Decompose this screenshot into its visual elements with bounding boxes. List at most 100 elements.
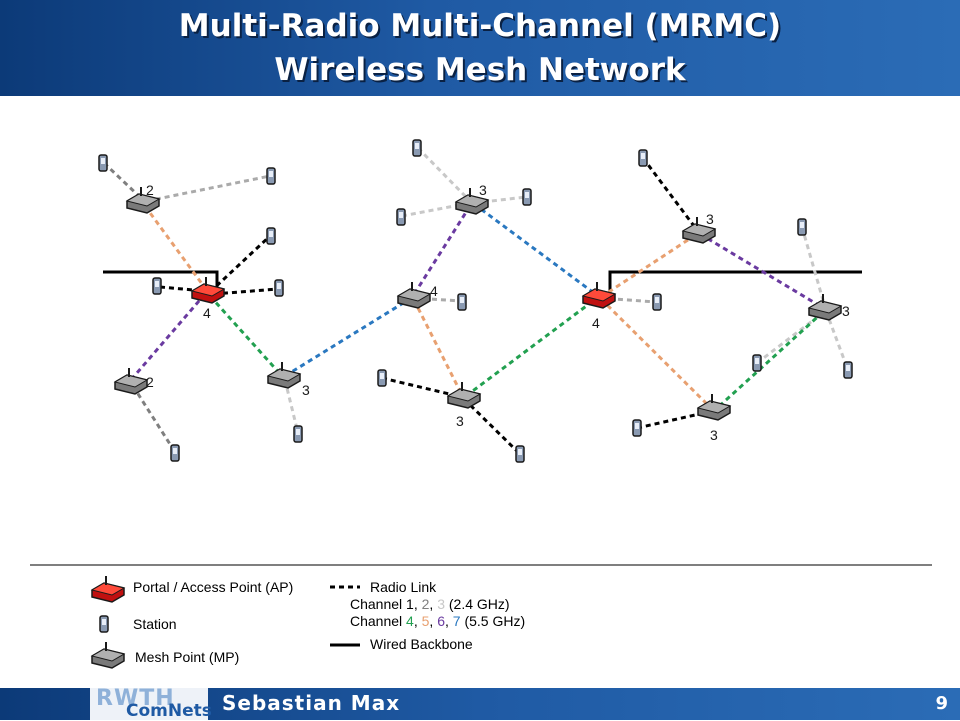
legend-icons	[90, 576, 360, 669]
station	[752, 354, 762, 372]
link-mp-center-left-sta	[283, 379, 300, 434]
link-mp-top-left-portal	[143, 205, 207, 289]
link-sta-mp-bottom-center	[381, 376, 463, 399]
legend-channel-55-suffix: (5.5 GHz)	[460, 613, 526, 629]
node-label: 3	[706, 211, 714, 227]
node-label: 3	[479, 182, 487, 198]
legend-channel-3: 3	[437, 596, 445, 612]
link-portal-mp-center-left	[208, 294, 284, 378]
mesh-point	[266, 362, 302, 389]
page-number: 9	[935, 693, 948, 714]
mesh-point	[113, 368, 149, 395]
stations	[98, 139, 853, 463]
link-portal-mp-bottom-left	[128, 293, 207, 382]
legend-channel-6: 6	[437, 613, 445, 629]
station	[266, 167, 276, 185]
portal-access-point	[581, 282, 617, 309]
portal-access-point	[190, 277, 226, 304]
node-label: 2	[146, 182, 154, 198]
legend-separator: ,	[445, 613, 453, 629]
station	[170, 444, 180, 462]
node-label: 3	[456, 413, 464, 429]
wired-backbone-right	[608, 270, 862, 296]
node-labels: 2 4 2 3 3 4 3 4 3 3 3	[146, 182, 850, 443]
station	[457, 293, 467, 311]
legend-channel-4: 4	[406, 613, 414, 629]
link-mp-center-mp-bottom-center	[412, 299, 464, 396]
legend-portal-icon	[90, 576, 126, 603]
link-mp-top-center-portal-right	[473, 202, 599, 298]
author-name: Sebastian Max	[222, 691, 401, 715]
node-label: 2	[146, 374, 154, 390]
legend-channel-5: 5	[421, 613, 430, 629]
mesh-point	[807, 294, 843, 321]
legend-channel-55ghz: Channel 4, 5, 6, 7 (5.5 GHz)	[350, 613, 525, 629]
station	[293, 425, 303, 443]
legend-channel-24ghz: Channel 1, 2, 3 (2.4 GHz)	[350, 596, 510, 612]
mesh-point	[396, 282, 432, 309]
station	[396, 208, 406, 226]
node-label: 3	[842, 303, 850, 319]
legend-separator: ,	[413, 613, 422, 629]
link-sta-mp-top-center-1	[416, 146, 472, 203]
link-mp-center-left-mp-center	[284, 295, 414, 378]
legend-channel-7: 7	[452, 613, 461, 629]
link-sta-mp-far-right-1	[800, 226, 827, 308]
mesh-network-diagram: 2 4 2 3 3 4 3 4 3 3 3	[98, 139, 862, 463]
link-mp-bottom-center-portal-right	[465, 296, 598, 398]
legend-portal-label: Portal / Access Point (AP)	[133, 579, 294, 595]
link-mp-top-left-sta	[146, 174, 271, 203]
station	[152, 277, 162, 295]
station	[274, 279, 284, 297]
legend-divider	[30, 564, 932, 566]
legend-mesh-point-icon	[90, 642, 126, 669]
station	[522, 188, 532, 206]
station	[632, 419, 642, 437]
legend-channel-2: 2	[421, 596, 430, 612]
link-mp-top-center-mp-center	[411, 205, 472, 297]
link-mp-top-right-mp-far-right	[699, 232, 826, 311]
portals	[190, 277, 617, 309]
link-sta-mp-top-left	[102, 161, 143, 200]
link-sta-mp-far-right-2	[824, 310, 850, 371]
station	[377, 369, 387, 387]
legend: Portal / Access Point (AP) Station Mesh …	[0, 570, 960, 682]
legend-station-label: Station	[133, 616, 177, 632]
node-label: 3	[710, 427, 718, 443]
logo-comnets-text: ComNets	[126, 701, 212, 721]
mesh-points	[113, 187, 843, 421]
link-mp-center-sta	[413, 296, 462, 303]
rwth-comnets-logo: RWTH ComNets	[90, 686, 212, 721]
footer-bar: RWTH ComNets Sebastian Max 9	[0, 686, 960, 721]
legend-separator: ,	[429, 596, 438, 612]
link-mp-far-right-mp-bottom-right	[713, 310, 825, 412]
title-bar: Multi-Radio Multi-Channel (MRMC) Wireles…	[0, 0, 960, 96]
link-mp-bottom-center-sta	[462, 397, 522, 456]
node-label: 4	[592, 315, 600, 331]
station	[843, 361, 853, 379]
legend-channel-24-prefix: Channel	[350, 596, 407, 612]
radio-links	[102, 146, 850, 456]
logo-rwth-text: RWTH	[96, 686, 175, 711]
link-portal-right-mp-top-right	[600, 232, 698, 299]
slide-title-line-2: Wireless Mesh Network	[274, 52, 686, 88]
slide-title-line-1: Multi-Radio Multi-Channel (MRMC)	[178, 8, 782, 44]
station	[797, 218, 807, 236]
legend-channel-55-prefix: Channel	[350, 613, 407, 629]
legend-station-icon	[99, 615, 109, 633]
link-sta-mp-top-right	[641, 157, 699, 231]
link-mp-bottom-left-sta	[131, 385, 177, 453]
legend-separator: ,	[429, 613, 438, 629]
mesh-point	[125, 187, 161, 214]
station	[652, 293, 662, 311]
node-label: 4	[203, 305, 211, 321]
mesh-point	[454, 188, 490, 215]
node-label: 4	[430, 283, 438, 299]
link-portal-sta-1	[208, 234, 272, 294]
station	[98, 154, 108, 172]
station	[515, 445, 525, 463]
mesh-point	[681, 217, 717, 244]
station	[638, 149, 648, 167]
link-portal-right-mp-bottom-right	[599, 297, 715, 412]
legend-radio-link-label: Radio Link	[370, 579, 437, 595]
